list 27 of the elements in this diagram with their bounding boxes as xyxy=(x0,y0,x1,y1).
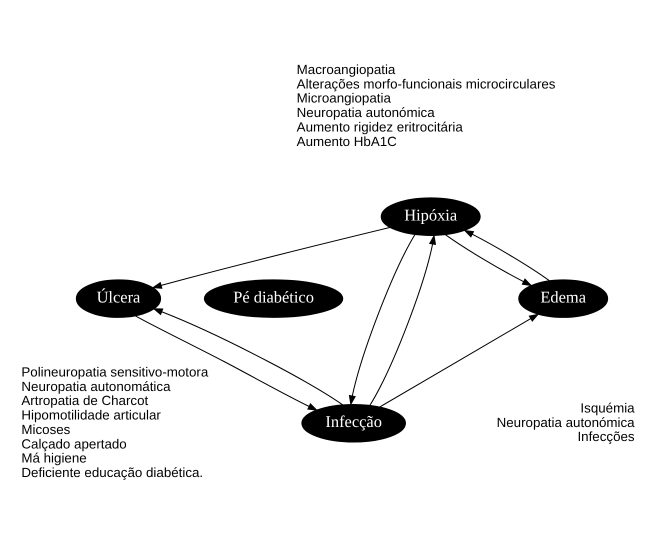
node-label: Macroangiopatia xyxy=(296,62,395,77)
node-label: Microangiopatia xyxy=(296,90,390,106)
node-label: Má higiene xyxy=(20,450,86,466)
arrow xyxy=(348,234,415,406)
node-label: Neuropatia autonómica xyxy=(496,414,634,430)
node-label: Isquémia xyxy=(580,400,634,416)
node-label: Polineuropatia sensitivo-motora xyxy=(20,364,208,380)
node-label: Neuropatia autonomática xyxy=(20,378,170,394)
node-label: Micoses xyxy=(20,422,70,437)
node-label: Alterações morfo-funcionais microcirculares xyxy=(296,76,555,92)
node-label: Deficiente educação diabética. xyxy=(20,465,203,480)
arrow xyxy=(444,234,532,286)
node-label: Calçado apertado xyxy=(20,436,126,452)
node-ellipse: Hipóxia xyxy=(380,197,480,236)
arrow xyxy=(379,314,539,408)
node-label: Aumento HbA1C xyxy=(296,134,396,149)
node-label: Hipomotilidade articular xyxy=(20,408,160,423)
arrow xyxy=(151,227,390,289)
arrow xyxy=(369,234,436,406)
node-label: Artropatia de Charcot xyxy=(20,393,148,408)
arrow xyxy=(462,230,549,281)
node-ellipse: Pé diabético xyxy=(203,279,343,318)
arrow xyxy=(152,308,342,406)
node-label: Aumento rigidez eritrocitária xyxy=(296,119,462,134)
node-label: Neuropatia autonómica xyxy=(296,105,434,120)
arrow xyxy=(134,315,318,411)
node-label: Infecções xyxy=(576,429,634,444)
